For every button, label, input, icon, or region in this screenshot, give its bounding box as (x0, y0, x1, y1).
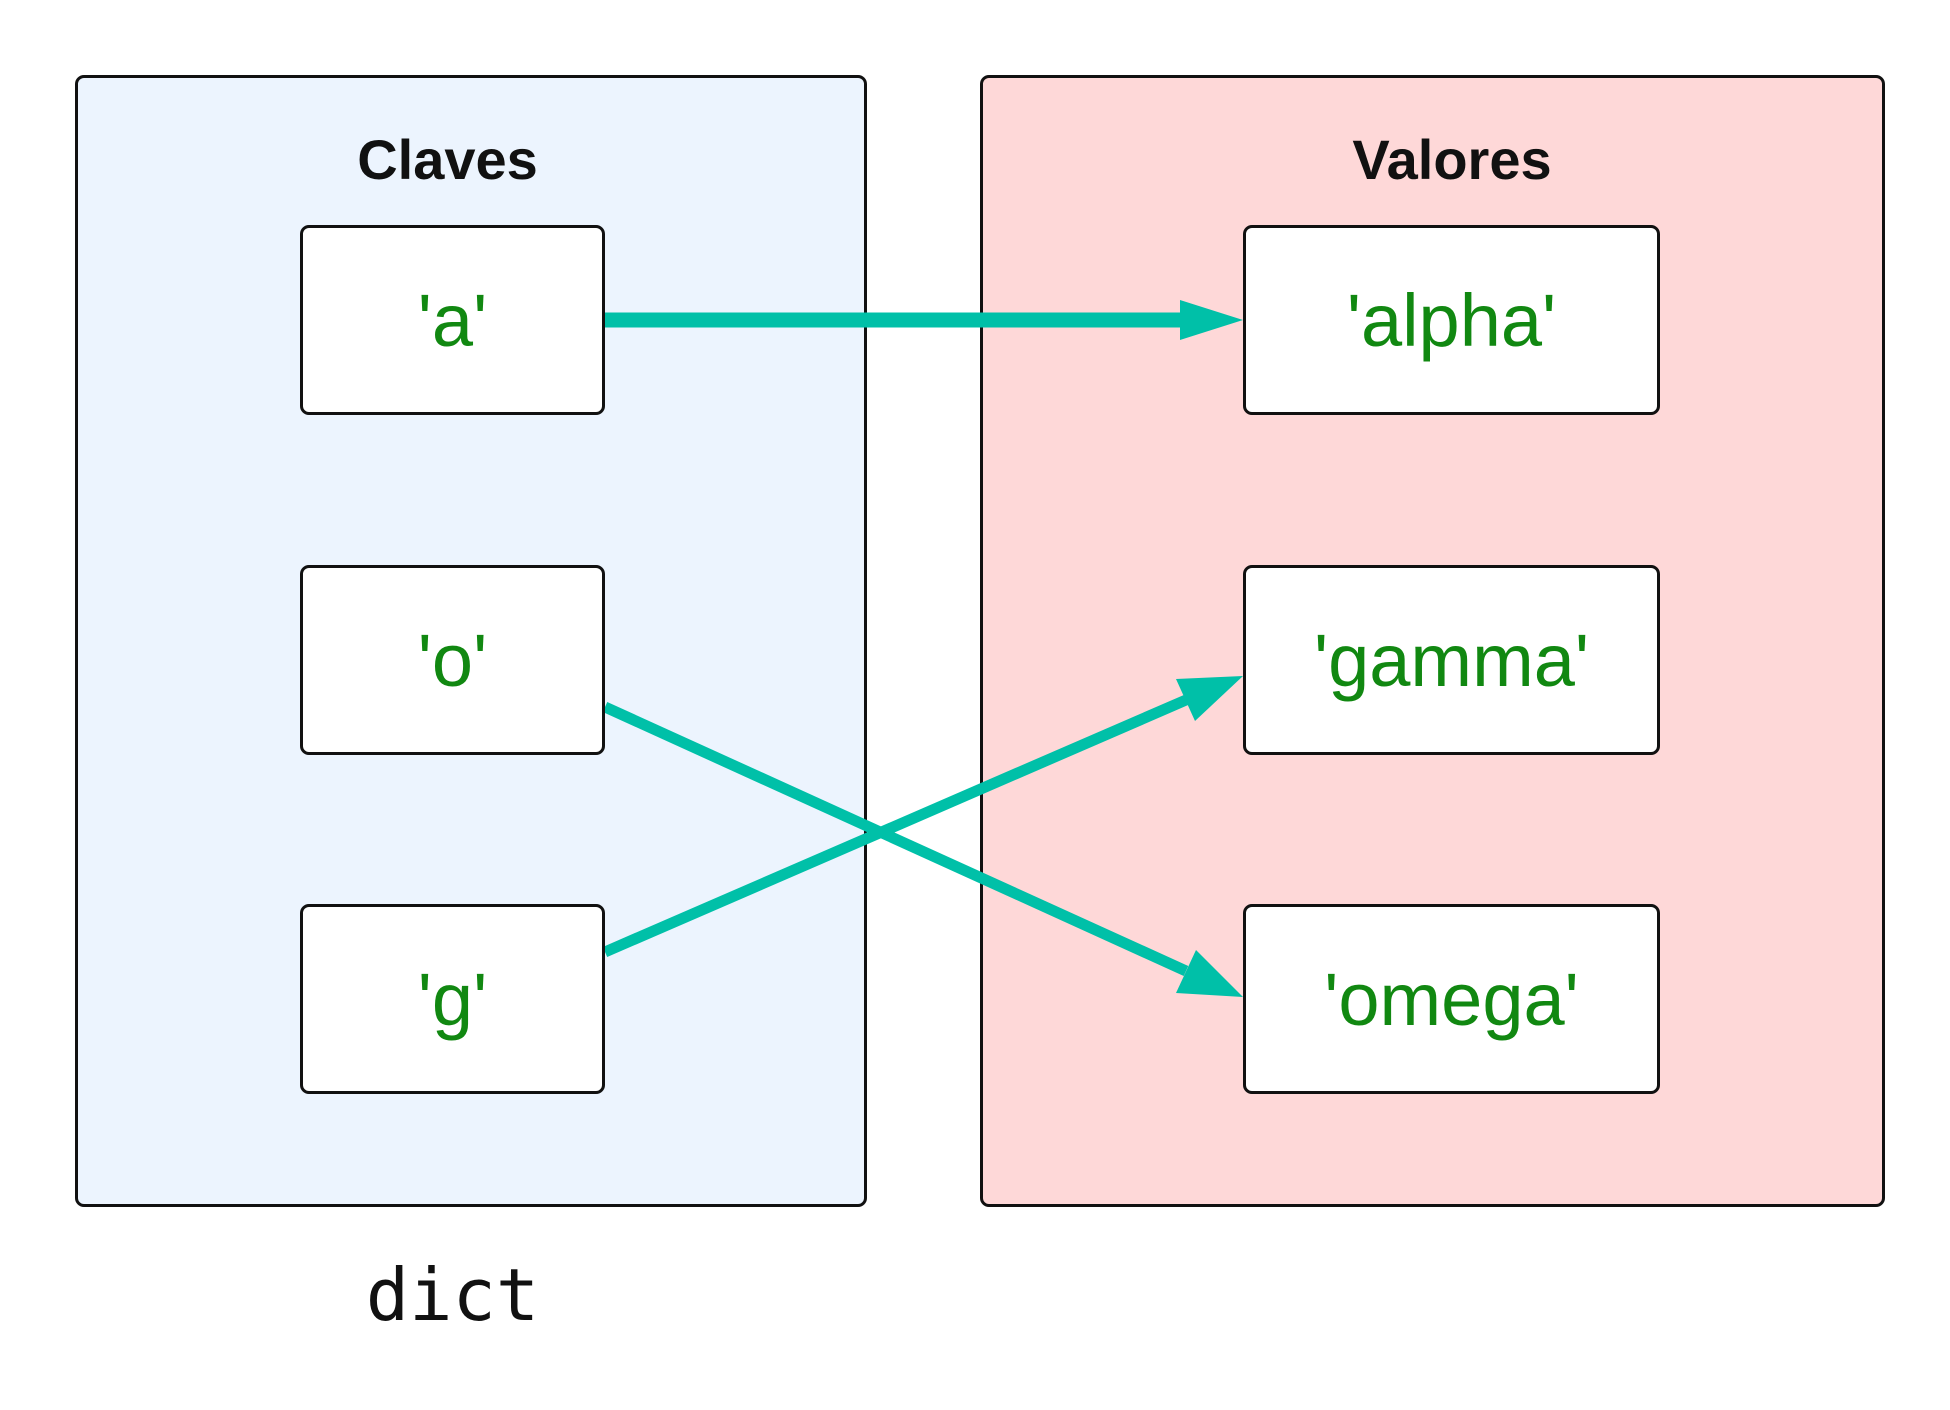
value-box-omega: 'omega' (1243, 904, 1660, 1094)
dict-caption: dict (365, 1253, 540, 1337)
keys-panel-title: Claves (357, 128, 538, 191)
values-panel-title: Valores (1352, 128, 1552, 191)
value-label: 'alpha' (1346, 278, 1557, 362)
value-label: 'gamma' (1313, 618, 1589, 702)
key-box-o: 'o' (300, 565, 605, 755)
key-box-g: 'g' (300, 904, 605, 1094)
value-box-alpha: 'alpha' (1243, 225, 1660, 415)
value-label: 'omega' (1324, 957, 1579, 1041)
key-label: 'o' (417, 618, 488, 702)
key-label: 'g' (417, 957, 488, 1041)
key-label: 'a' (417, 278, 488, 362)
value-box-gamma: 'gamma' (1243, 565, 1660, 755)
key-box-a: 'a' (300, 225, 605, 415)
